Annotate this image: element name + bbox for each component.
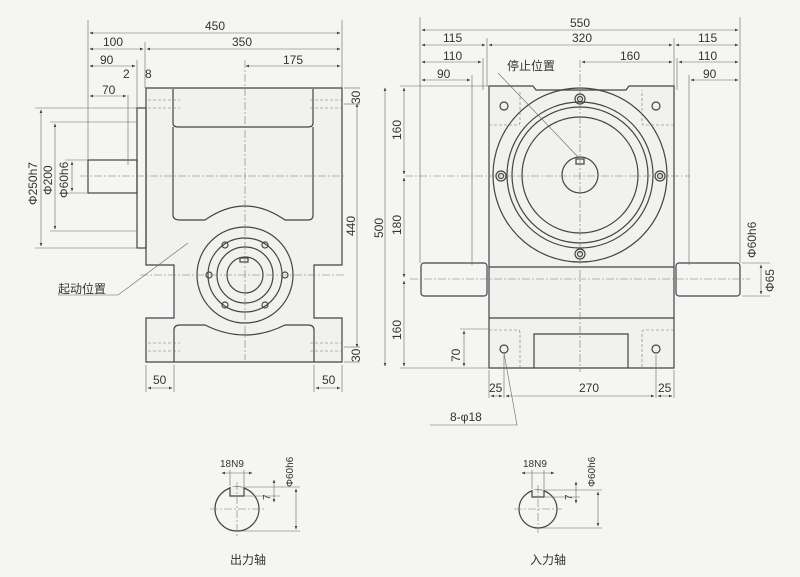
dim-2: 2 xyxy=(123,67,130,81)
dim-100: 100 xyxy=(103,35,123,49)
input-shaft-diameter: Φ60h6 xyxy=(587,456,598,487)
front-housing xyxy=(488,85,675,369)
dim-phi250h7: Φ250h7 xyxy=(26,162,40,205)
dim-25-right: 25 xyxy=(658,381,672,395)
dim-180: 180 xyxy=(390,215,404,235)
dim-50-left: 50 xyxy=(153,373,167,387)
dim-90-left: 90 xyxy=(437,67,451,81)
dim-110-left: 110 xyxy=(443,49,462,63)
output-shaft-diameter: Φ60h6 xyxy=(285,456,296,487)
dim-440: 440 xyxy=(344,216,358,236)
start-position-label: 起动位置 xyxy=(58,281,106,296)
mount-hole xyxy=(651,344,661,354)
front-right-shaft xyxy=(675,262,741,297)
dim-phi65: Φ65 xyxy=(763,269,777,292)
dim-90-right: 90 xyxy=(703,67,717,81)
front-view: 550 115 320 115 110 160 110 90 90 停止位置 5… xyxy=(372,16,777,426)
holes-label: 8-φ18 xyxy=(450,410,482,424)
dim-160-top: 160 xyxy=(620,49,640,63)
side-base-recess xyxy=(173,324,315,362)
input-key-depth: 7 xyxy=(564,494,575,500)
dim-115-left: 115 xyxy=(443,31,462,45)
dim-110-right: 110 xyxy=(698,49,717,63)
dim-160-upper: 160 xyxy=(390,120,404,140)
output-shaft-label: 出力轴 xyxy=(230,552,266,567)
side-view: 450 100 350 90 2 8 175 70 Φ250h7 Φ200 Φ6… xyxy=(26,19,363,392)
front-left-shaft xyxy=(420,262,488,297)
dim-115-right: 115 xyxy=(698,31,717,45)
dim-25-left: 25 xyxy=(489,381,503,395)
output-key-width: 18N9 xyxy=(220,459,244,470)
dim-70: 70 xyxy=(449,348,463,362)
dim-320: 320 xyxy=(572,31,592,45)
mount-hole xyxy=(499,101,509,111)
input-shaft-section: 18N9 7 Φ60h6 入力轴 xyxy=(514,456,602,567)
output-shaft-section: 18N9 7 Φ60h6 出力轴 xyxy=(210,456,300,567)
dim-550: 550 xyxy=(570,16,590,30)
dim-350: 350 xyxy=(232,35,252,49)
dim-160-lower: 160 xyxy=(390,320,404,340)
dim-8: 8 xyxy=(145,67,152,81)
dim-500: 500 xyxy=(372,218,386,238)
mount-hole xyxy=(651,101,661,111)
dim-270: 270 xyxy=(579,381,599,395)
side-flange xyxy=(136,107,147,249)
dim-70: 70 xyxy=(102,83,116,97)
dim-30-top: 30 xyxy=(349,90,363,104)
output-key-depth: 7 xyxy=(262,494,273,500)
dim-450: 450 xyxy=(205,19,225,33)
front-base-recess xyxy=(533,333,629,368)
dim-175: 175 xyxy=(283,53,303,67)
side-window xyxy=(172,89,314,128)
dim-90: 90 xyxy=(100,53,114,67)
side-input-shaft xyxy=(87,159,138,194)
dim-50-right: 50 xyxy=(322,373,336,387)
dim-30-bottom: 30 xyxy=(349,348,363,362)
input-shaft-label: 入力轴 xyxy=(530,552,566,567)
input-key-width: 18N9 xyxy=(523,459,547,470)
dim-phi60h6: Φ60h6 xyxy=(745,221,759,258)
side-housing xyxy=(145,87,343,363)
dim-phi200: Φ200 xyxy=(41,165,55,195)
dim-phi60h6: Φ60h6 xyxy=(57,161,71,198)
stop-position-label: 停止位置 xyxy=(507,58,555,73)
